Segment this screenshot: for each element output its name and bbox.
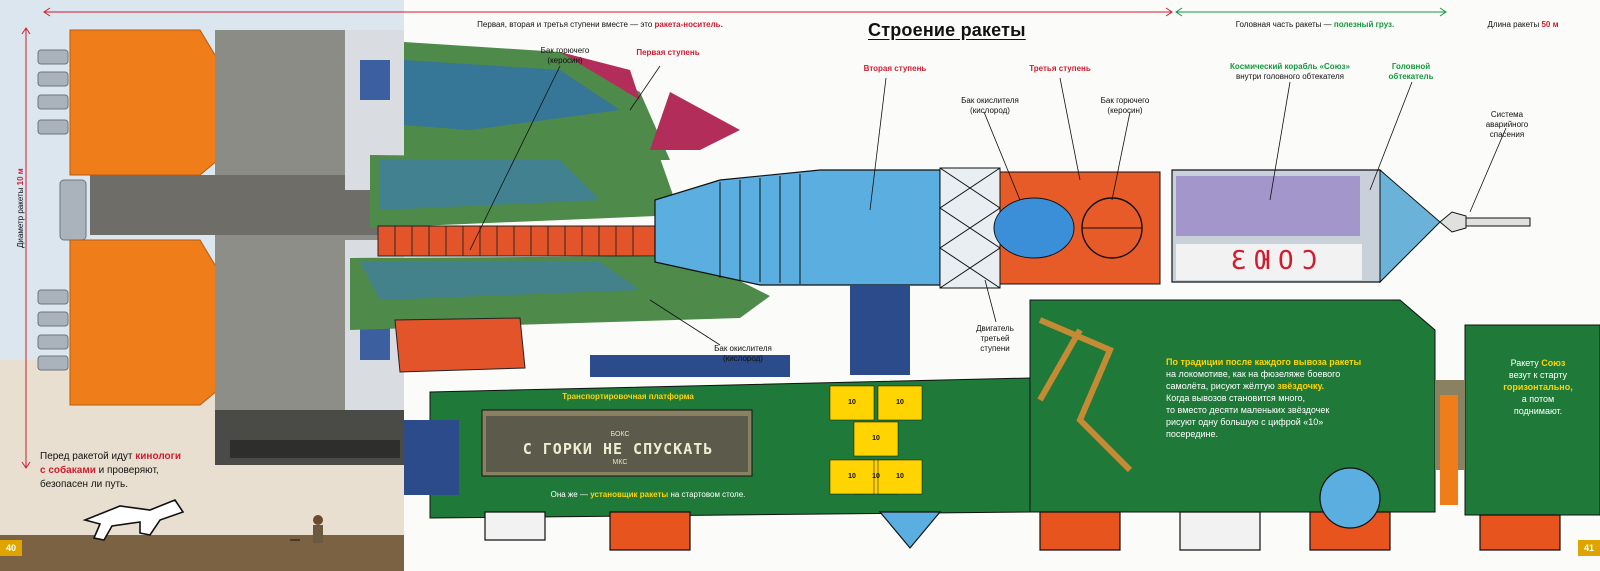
tradition-note-lead: По традиции после каждого вывоза ракеты	[1166, 357, 1362, 367]
label-oxidizer-tank-1: Бак окислителя (кислород)	[714, 344, 772, 363]
platform-sign-main: С ГОРКИ НЕ СПУСКАТЬ	[522, 440, 714, 458]
transport-note-line: поднимают.	[1513, 406, 1563, 416]
tradition-note: По традиции после каждого вывоза ракеты …	[1166, 356, 1406, 440]
payload-term: полезный груз.	[1333, 20, 1395, 29]
transport-note-line: а потом	[1521, 394, 1555, 404]
platform-caption-term: установщик ракеты	[590, 490, 669, 499]
leader-lines	[469, 65, 1507, 346]
transport-note: Ракету Союз везут к старту горизонтально…	[1488, 357, 1588, 417]
tradition-note-line: посередине.	[1166, 429, 1218, 439]
label-head-fairing: Головной обтекатель	[1388, 62, 1434, 81]
tradition-note-term: звёздочку.	[1277, 381, 1325, 391]
page-number-left: 40	[0, 540, 22, 556]
platform-caption-text: Она же —	[550, 490, 591, 499]
rocket-diameter-value: 10 м	[16, 168, 25, 186]
dog-handlers-note-term: кинологи	[135, 451, 181, 462]
label-fuel-tank-3: Бак горючего (керосин)	[1100, 96, 1150, 115]
payload-note: Головная часть ракеты — полезный груз.	[1220, 20, 1410, 30]
tradition-note-line: на локомотиве, как на фюзеляже боевого	[1166, 369, 1341, 379]
platform-caption-end: на стартовом столе.	[668, 490, 746, 499]
dog-handlers-note-line: и проверяют,	[95, 465, 159, 476]
transport-note-line: Ракету	[1510, 358, 1542, 368]
platform-caption: Она же — установщик ракеты на стартовом …	[528, 490, 768, 500]
dog-handlers-note-line: безопасен ли путь.	[40, 479, 129, 490]
platform-title: Транспортировочная платформа	[562, 392, 694, 401]
rocket-carrier-text: Первая, вторая и третья ступени вместе —…	[477, 20, 655, 29]
rocket-length-value: 50 м	[1541, 20, 1559, 29]
page-title: Строение ракеты	[868, 20, 1026, 40]
soyuz-hull-text: СОЮЗ	[1222, 246, 1318, 276]
page-number-right: 41	[1578, 540, 1600, 556]
star-number: 10	[872, 473, 880, 480]
length-dimension	[21, 7, 1447, 469]
platform-sign-bottom: МКС	[612, 459, 628, 466]
dog-handlers-note-line: Перед ракетой идут	[40, 451, 136, 462]
rocket-diameter: Диаметр ракеты 10 м	[16, 168, 25, 248]
rocket-drawing	[350, 42, 1531, 373]
dog-handlers-note: Перед ракетой идут кинологи с собаками и…	[40, 450, 210, 492]
transport-note-term: горизонтально,	[1503, 382, 1573, 392]
label-fuel-tank-1: Бак горючего (керосин)	[540, 46, 590, 65]
star-number: 10	[848, 399, 856, 406]
label-soyuz-name: Космический корабль «Союз»	[1230, 62, 1350, 71]
label-escape-system: Система аварийного спасения	[1485, 110, 1529, 139]
label-soyuz: Космический корабль «Союз» внутри головн…	[1225, 62, 1355, 82]
rocket-length: Длина ракеты 50 м	[1478, 20, 1568, 30]
transport-platform-drawing	[404, 285, 1600, 551]
label-second-stage: Вторая ступень	[863, 64, 927, 73]
label-first-stage: Первая ступень	[636, 48, 700, 57]
label-third-stage-engine: Двигатель третьей ступени	[976, 324, 1014, 353]
tradition-note-line: Когда вывозов становится много,	[1166, 393, 1305, 403]
star-number: 10	[896, 473, 904, 480]
transport-note-line: везут к старту	[1508, 370, 1568, 380]
rocket-diameter-text: Диаметр ракеты	[16, 185, 25, 248]
tradition-note-line: самолёта, рисуют жёлтую	[1166, 381, 1278, 391]
platform-sign-top: БОКС	[610, 431, 630, 438]
transport-note-term: Союз	[1541, 358, 1566, 368]
star-number: 10	[848, 473, 856, 480]
label-third-stage: Третья ступень	[1029, 64, 1091, 73]
payload-text: Головная часть ракеты —	[1235, 20, 1334, 29]
rocket-length-text: Длина ракеты	[1487, 20, 1542, 29]
label-soyuz-desc: внутри головного обтекателя	[1236, 72, 1344, 81]
rocket-carrier-note: Первая, вторая и третья ступени вместе —…	[470, 20, 730, 30]
star-number: 10	[896, 399, 904, 406]
star-number: 10	[872, 435, 880, 442]
tradition-note-line: рисуют одну большую с цифрой «10»	[1166, 417, 1324, 427]
rocket-carrier-term: ракета-носитель.	[654, 20, 723, 29]
tradition-note-line: то вместо десяти маленьких звёздочек	[1166, 405, 1330, 415]
label-oxidizer-tank-2: Бак окислителя (кислород)	[961, 96, 1019, 115]
dog-handlers-note-term: с собаками	[40, 465, 96, 476]
